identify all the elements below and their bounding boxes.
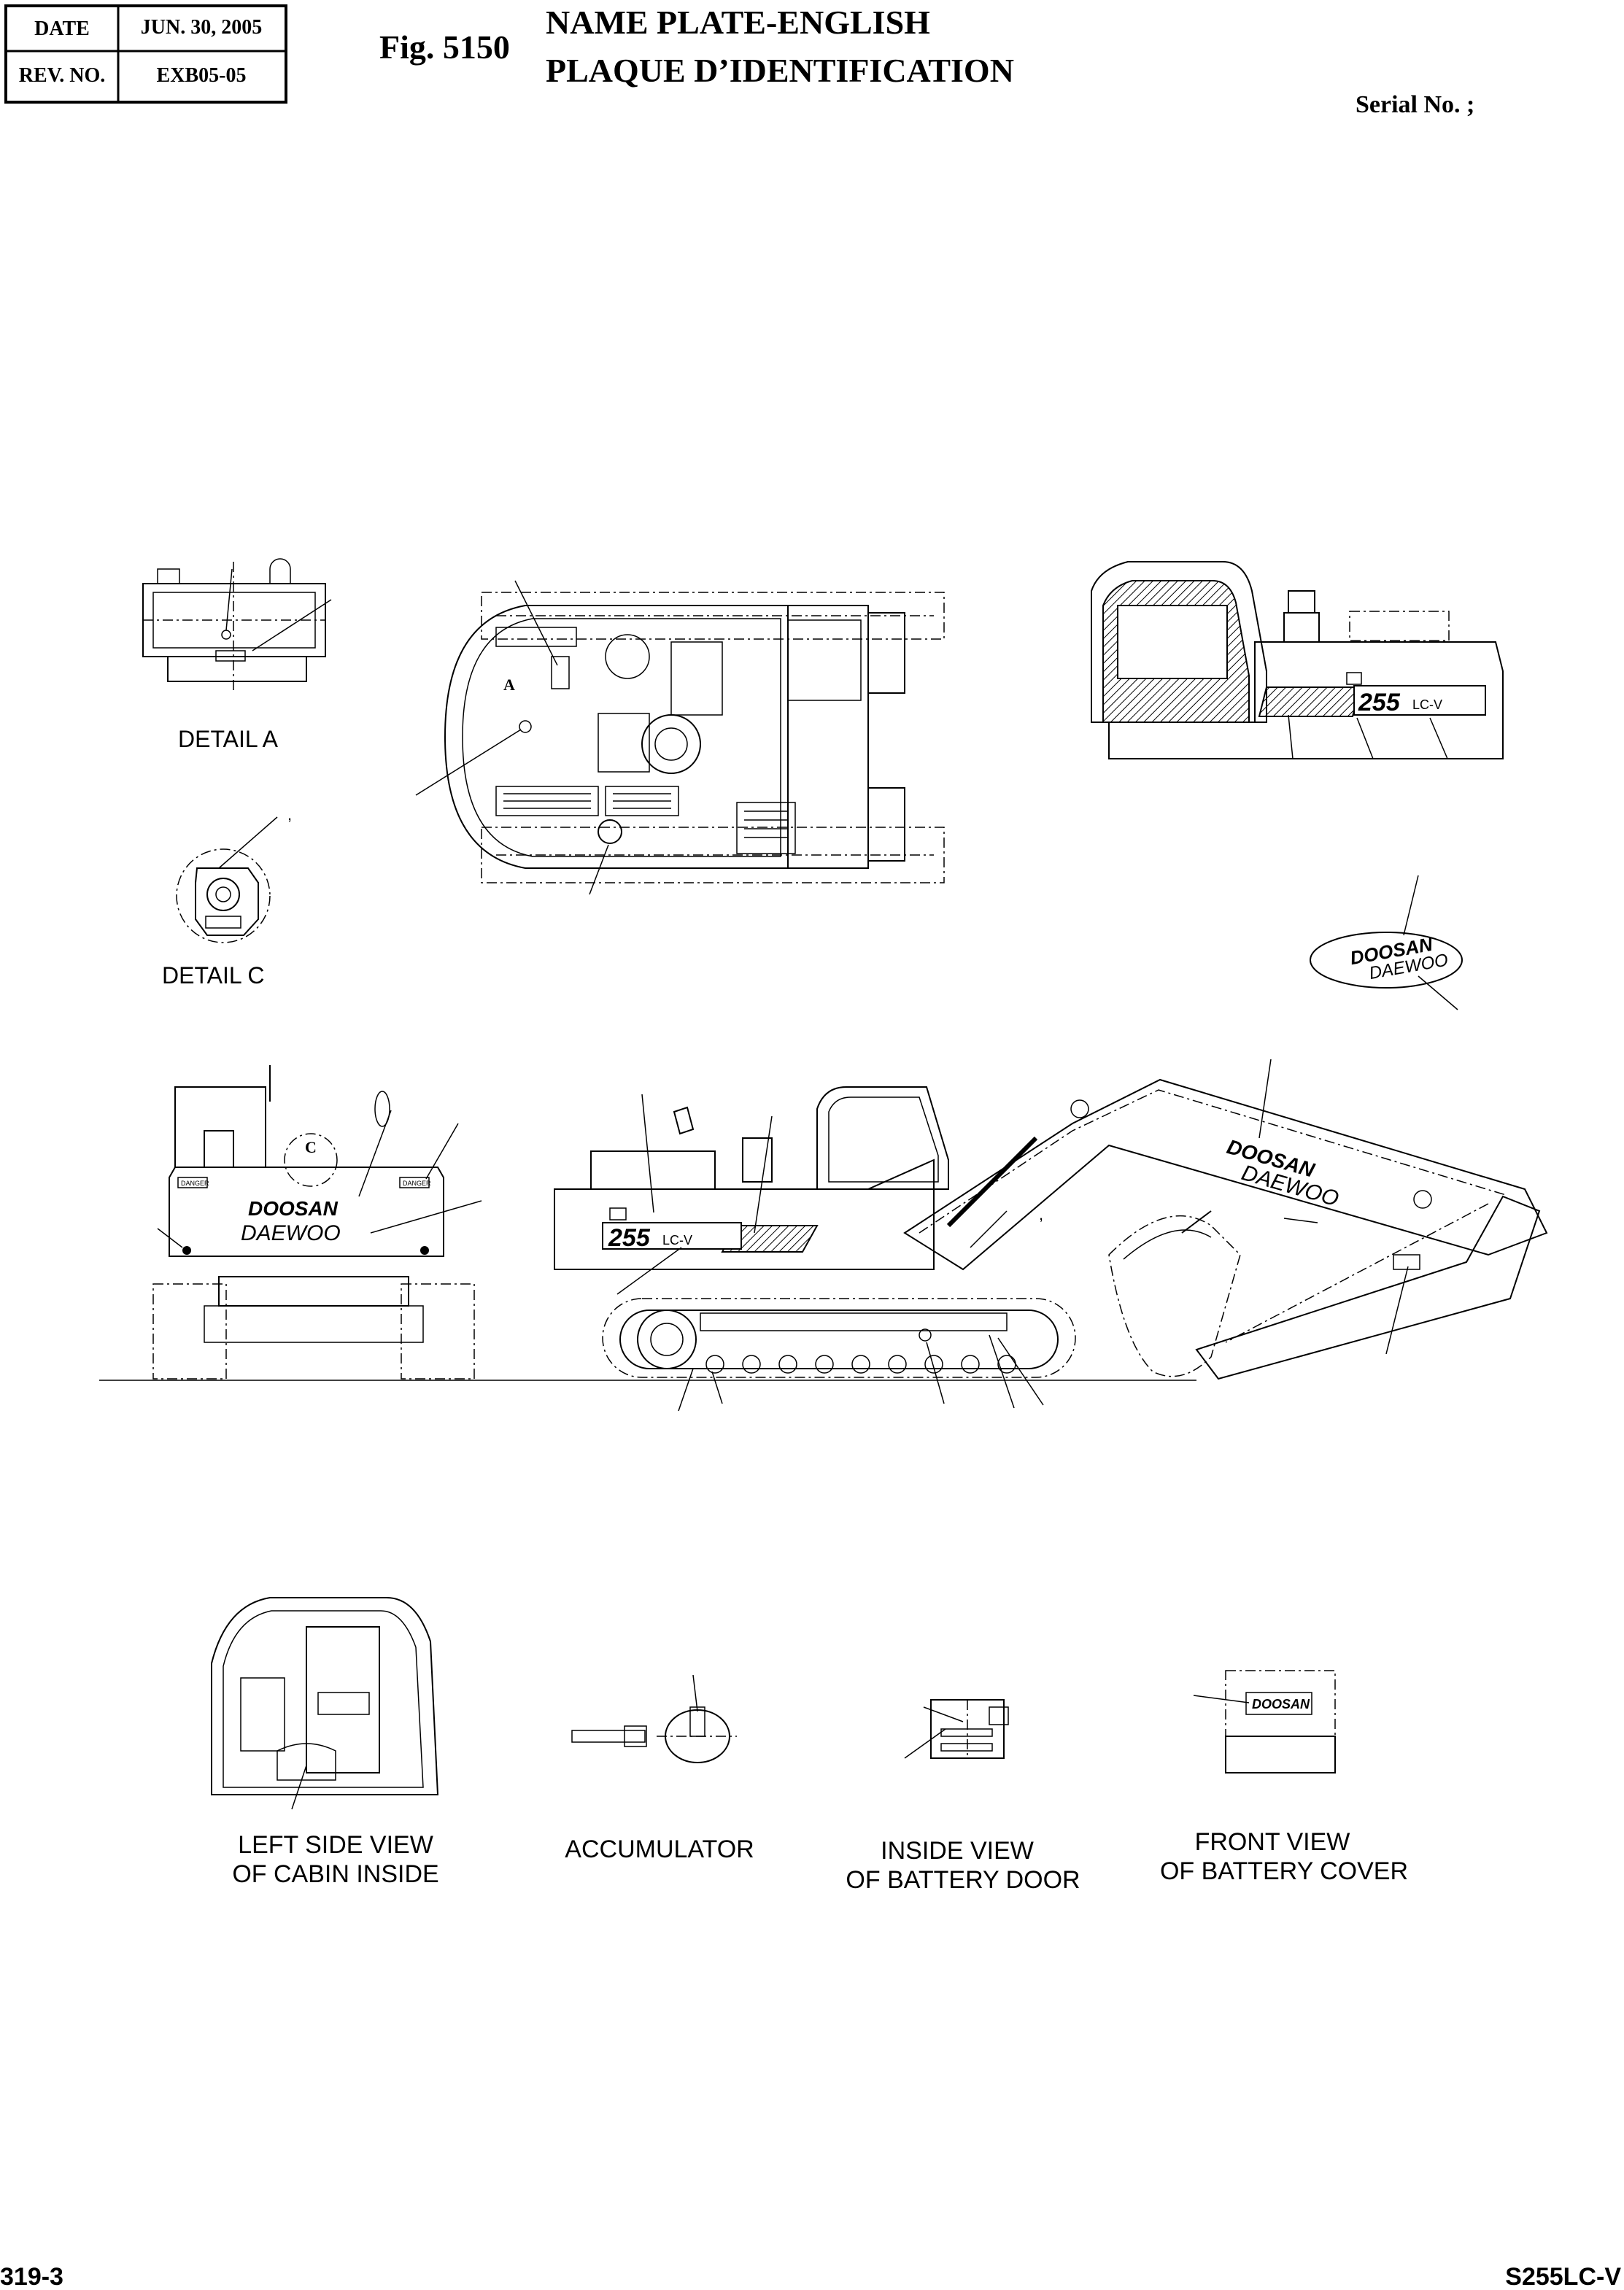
cabin-inside-drawing — [211, 1597, 439, 1810]
fig-number: Fig. 5150 — [379, 28, 510, 66]
rev-value: EXB05-05 — [157, 64, 247, 87]
model-code: S255LC-V — [1505, 2263, 1621, 2290]
battery-cover-label-1: FRONT VIEW — [1195, 1828, 1350, 1856]
detail-c-drawing: , — [176, 805, 292, 943]
page-number: 319-3 — [0, 2263, 63, 2290]
cover-brand-doosan: DOOSAN — [1252, 1697, 1310, 1711]
title-english: NAME PLATE-ENGLISH — [546, 4, 930, 41]
excavator-drawing: 255 LC-V DOOSAN DAEWOO , — [99, 1059, 1548, 1412]
battery-door-label-2: OF BATTERY DOOR — [846, 1866, 1080, 1894]
date-label: DATE — [34, 18, 90, 40]
brand-oval-decal: DOOSAN DAEWOO — [1310, 875, 1463, 1010]
battery-door-label-1: INSIDE VIEW — [881, 1837, 1034, 1865]
detail-a-drawing — [142, 558, 332, 693]
battery-door-drawing — [904, 1699, 1009, 1759]
cabin-inside-label-2: OF CABIN INSIDE — [232, 1860, 438, 1888]
date-value: JUN. 30, 2005 — [141, 16, 262, 39]
side-model-suffix: LC-V — [1412, 697, 1442, 712]
rear-view-drawing: C DANGER DANGER DOOSAN DAEWOO — [152, 1065, 482, 1380]
side-view-drawing: 255 LC-V — [1091, 561, 1504, 759]
side-model-decal: 255 LC-V — [1353, 685, 1486, 716]
cabin-inside-label-1: LEFT SIDE VIEW — [238, 1831, 433, 1859]
accumulator-label: ACCUMULATOR — [565, 1836, 754, 1863]
rear-danger-right: DANGER — [403, 1180, 431, 1187]
title-french: PLAQUE D’IDENTIFICATION — [546, 52, 1014, 89]
svg-text:,: , — [1039, 1205, 1043, 1223]
marker-a: A — [503, 676, 515, 694]
battery-cover-drawing: DOOSAN — [1193, 1670, 1336, 1773]
rev-label: REV. NO. — [19, 64, 106, 87]
main-model-suffix: LC-V — [662, 1233, 692, 1247]
side-model-number: 255 — [1358, 689, 1401, 716]
serial-label: Serial No. ; — [1356, 91, 1474, 118]
battery-cover-label-2: OF BATTERY COVER — [1160, 1857, 1408, 1885]
main-model-number: 255 — [608, 1224, 651, 1252]
rear-brand-daewoo: DAEWOO — [241, 1221, 341, 1245]
svg-text:,: , — [287, 805, 292, 824]
marker-c: C — [305, 1138, 317, 1156]
detail-a-label: DETAIL A — [178, 726, 279, 752]
detail-c-label: DETAIL C — [162, 962, 264, 989]
top-view-drawing: A — [415, 580, 945, 895]
header-table: DATE JUN. 30, 2005 REV. NO. EXB05-05 — [4, 4, 287, 104]
main-model-decal: 255 LC-V — [602, 1222, 742, 1252]
accumulator-drawing — [571, 1674, 737, 1763]
rear-danger-left: DANGER — [181, 1180, 209, 1187]
rear-brand-doosan: DOOSAN — [248, 1197, 339, 1220]
